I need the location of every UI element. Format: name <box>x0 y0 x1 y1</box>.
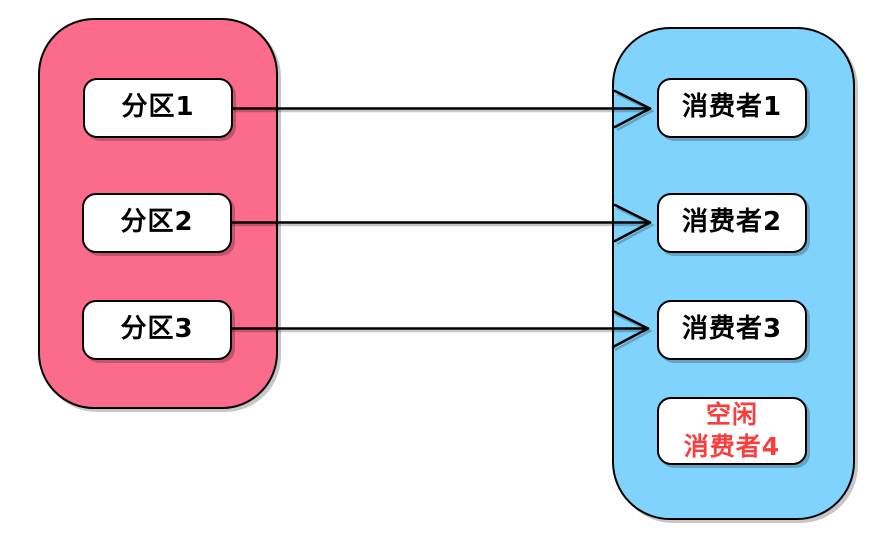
node-partition-1-label: 分区1 <box>121 92 195 123</box>
node-partition-2-label: 分区2 <box>120 207 194 238</box>
node-consumer-2: 消费者2 <box>657 193 807 253</box>
node-consumer-4-idle-label-line2: 消费者4 <box>683 432 781 461</box>
arrow-partition2-to-consumer2 <box>228 203 655 246</box>
node-consumer-3: 消费者3 <box>657 300 807 360</box>
node-consumer-4-idle-label-line1: 空闲 <box>705 400 758 429</box>
node-partition-3-label: 分区3 <box>120 314 194 345</box>
arrow-partition1-to-consumer1 <box>230 89 655 132</box>
node-partition-1: 分区1 <box>83 78 233 138</box>
node-consumer-1: 消费者1 <box>657 78 807 138</box>
node-consumer-3-label: 消费者3 <box>681 314 783 345</box>
node-consumer-1-label: 消费者1 <box>681 92 783 123</box>
arrow-partition3-to-consumer3 <box>227 309 653 352</box>
node-consumer-2-label: 消费者2 <box>681 207 783 238</box>
node-partition-3: 分区3 <box>82 300 232 360</box>
node-partition-2: 分区2 <box>82 193 232 253</box>
node-consumer-4-idle: 空闲 消费者4 <box>657 397 807 465</box>
